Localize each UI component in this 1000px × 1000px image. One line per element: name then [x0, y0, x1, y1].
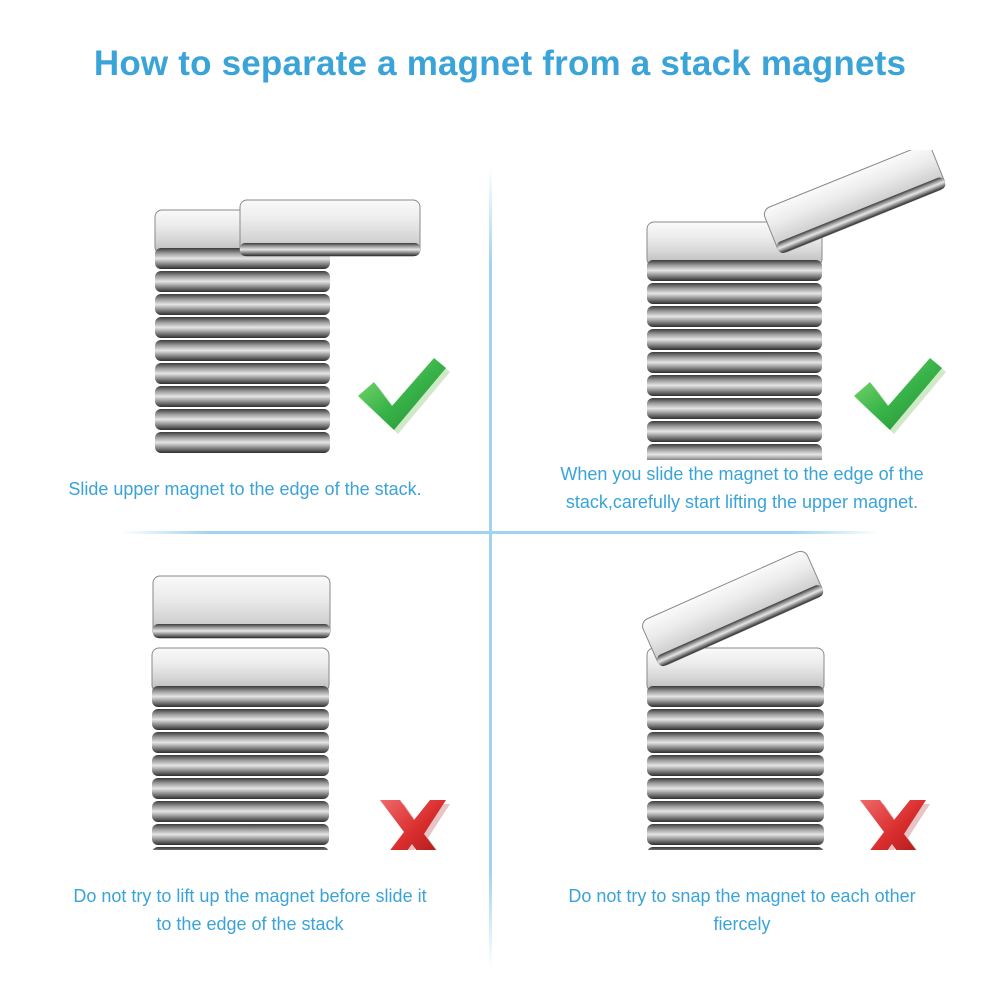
stacked-magnet: [647, 686, 824, 707]
stacked-magnet: [152, 847, 329, 850]
stacked-magnet: [647, 306, 822, 327]
caption-line: to the edge of the stack: [156, 914, 344, 934]
stacked-magnet: [152, 686, 329, 707]
caption-line: Slide upper magnet to the edge of the st…: [68, 479, 422, 499]
check-icon: [358, 358, 450, 434]
stacked-magnet: [155, 409, 330, 430]
stacked-magnet: [647, 778, 824, 799]
caption-line: fiercely: [713, 914, 771, 934]
stacked-magnet: [155, 294, 330, 315]
stacked-magnet: [155, 386, 330, 407]
top-magnet: [239, 199, 421, 257]
panel-caption: Slide upper magnet to the edge of the st…: [20, 475, 470, 503]
stacked-magnet: [152, 732, 329, 753]
caption-line: When you slide the magnet to the edge of…: [560, 464, 924, 484]
panel-do-not-lift: Do not try to lift up the magnet before …: [0, 540, 490, 950]
magnet-illustration: [154, 199, 450, 453]
panel-lift-at-edge: When you slide the magnet to the edge of…: [492, 150, 982, 560]
magnet-stack: [646, 647, 825, 850]
stacked-magnet: [647, 847, 824, 850]
snapping-magnet: [642, 550, 824, 667]
panel-caption: Do not try to snap the magnet to each ot…: [512, 882, 972, 938]
panel-slide-upper-magnet: Slide upper magnet to the edge of the st…: [0, 150, 490, 560]
stacked-magnet: [647, 824, 824, 845]
stacked-magnet: [647, 398, 822, 419]
stacked-magnet: [152, 824, 329, 845]
panel-caption: Do not try to lift up the magnet before …: [20, 882, 480, 938]
panel-caption: When you slide the magnet to the edge of…: [502, 460, 982, 516]
stacked-magnet: [647, 709, 824, 730]
vertical-divider: [489, 168, 492, 968]
stacked-magnet: [152, 755, 329, 776]
page-title: How to separate a magnet from a stack ma…: [93, 44, 907, 83]
lifted-magnet: [152, 575, 331, 639]
magnet-illustration: [151, 575, 450, 850]
stacked-magnet: [155, 340, 330, 361]
caption-line: Do not try to snap the magnet to each ot…: [568, 886, 916, 906]
horizontal-divider: [120, 531, 880, 534]
caption-line: stack,carefully start lifting the upper …: [565, 492, 919, 512]
magnet-illustration: [646, 150, 946, 460]
stack-top-face: [151, 647, 330, 693]
stacked-magnet: [155, 432, 330, 453]
stacked-magnet: [647, 801, 824, 822]
magnet-stack: [646, 221, 823, 460]
stacked-magnet: [152, 778, 329, 799]
stacked-magnet: [647, 329, 822, 350]
stacked-magnet: [647, 444, 822, 460]
stacked-magnet: [647, 260, 822, 281]
cross-icon: [860, 800, 930, 850]
stacked-magnet: [647, 421, 822, 442]
stacked-magnet: [152, 709, 329, 730]
panel-do-not-snap: Do not try to snap the magnet to each ot…: [492, 540, 982, 950]
stacked-magnet: [647, 375, 822, 396]
magnet-illustration: [642, 550, 930, 850]
stacked-magnet: [155, 317, 330, 338]
stacked-magnet: [152, 801, 329, 822]
caption-line: Do not try to lift up the magnet before …: [73, 886, 427, 906]
stacked-magnet: [647, 352, 822, 373]
check-icon: [854, 358, 946, 434]
tilted-magnet: [763, 150, 946, 253]
stacked-magnet: [647, 732, 824, 753]
stacked-magnet: [647, 755, 824, 776]
cross-icon: [380, 800, 450, 850]
magnet-stack: [151, 647, 330, 850]
stacked-magnet: [155, 363, 330, 384]
stacked-magnet: [155, 271, 330, 292]
stacked-magnet: [647, 283, 822, 304]
